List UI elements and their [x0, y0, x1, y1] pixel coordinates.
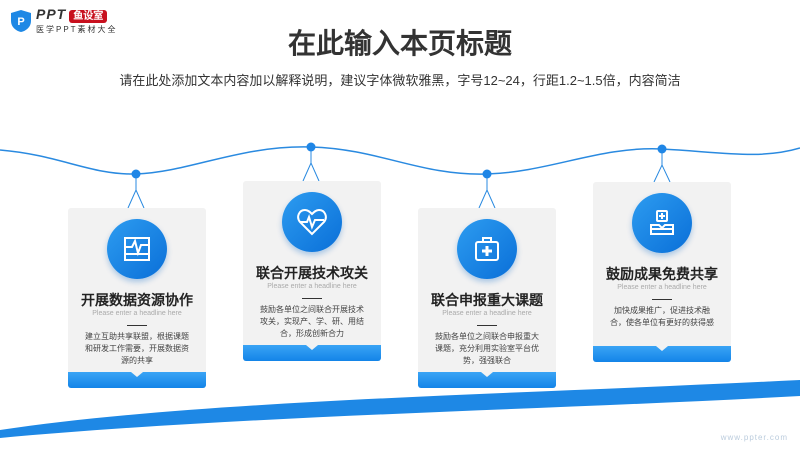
card-title: 联合申报重大课题	[431, 292, 543, 308]
card-text: 鼓励各单位之间联合开展技术攻关，实现产、学、研、用结合，形成创新合力	[260, 305, 364, 338]
card-text: 加快成果推广，促进技术融合，使各单位有更好的获得感	[610, 306, 714, 327]
divider	[477, 325, 497, 326]
page-title: 在此输入本页标题	[287, 28, 512, 59]
shield-logo-icon: P	[11, 9, 31, 32]
svg-text:P: P	[17, 16, 24, 28]
card-subtitle: Please enter a headline here	[617, 284, 707, 291]
card-results-sharing: 鼓励成果免费共享 Please enter a headline here 加快…	[593, 182, 731, 362]
monitor-pulse-icon	[107, 219, 167, 279]
divider	[652, 299, 672, 300]
card-joint-application: 联合申报重大课题 Please enter a headline here 鼓励…	[418, 208, 556, 388]
card-subtitle: Please enter a headline here	[442, 310, 532, 317]
card-tech-research: 联合开展技术攻关 Please enter a headline here 鼓励…	[243, 181, 381, 361]
card-subtitle: Please enter a headline here	[92, 310, 182, 317]
logo-brand: PPT	[36, 6, 67, 22]
page-subtitle: 请在此处添加文本内容加以解释说明，建议字体微软雅黑，字号12~24，行距1.2~…	[119, 73, 681, 88]
card-text: 建立互助共享联盟，根据课题和研发工作需要，开展数据资源的共享	[85, 332, 189, 365]
card-footer-bar	[243, 345, 381, 361]
card-subtitle: Please enter a headline here	[267, 283, 357, 290]
medical-kit-icon	[457, 219, 517, 279]
divider	[127, 325, 147, 326]
card-text: 鼓励各单位之间联合申报重大课题，充分利用实验室平台优势，强强联合	[435, 332, 539, 365]
card-title: 联合开展技术攻关	[256, 265, 368, 281]
logo-tagline: 医学PPT素材大全	[36, 25, 118, 34]
logo-badge: 鱼设室	[69, 10, 108, 23]
card-footer-bar	[418, 372, 556, 388]
card-title: 开展数据资源协作	[81, 292, 193, 308]
footer-url: www.ppter.com	[720, 433, 788, 442]
divider	[302, 298, 322, 299]
heart-pulse-icon	[282, 192, 342, 252]
card-data-collaboration: 开展数据资源协作 Please enter a headline here 建立…	[68, 208, 206, 388]
card-footer-bar	[68, 372, 206, 388]
card-footer-bar	[593, 346, 731, 362]
card-title: 鼓励成果免费共享	[606, 266, 718, 282]
medical-tray-icon	[632, 193, 692, 253]
